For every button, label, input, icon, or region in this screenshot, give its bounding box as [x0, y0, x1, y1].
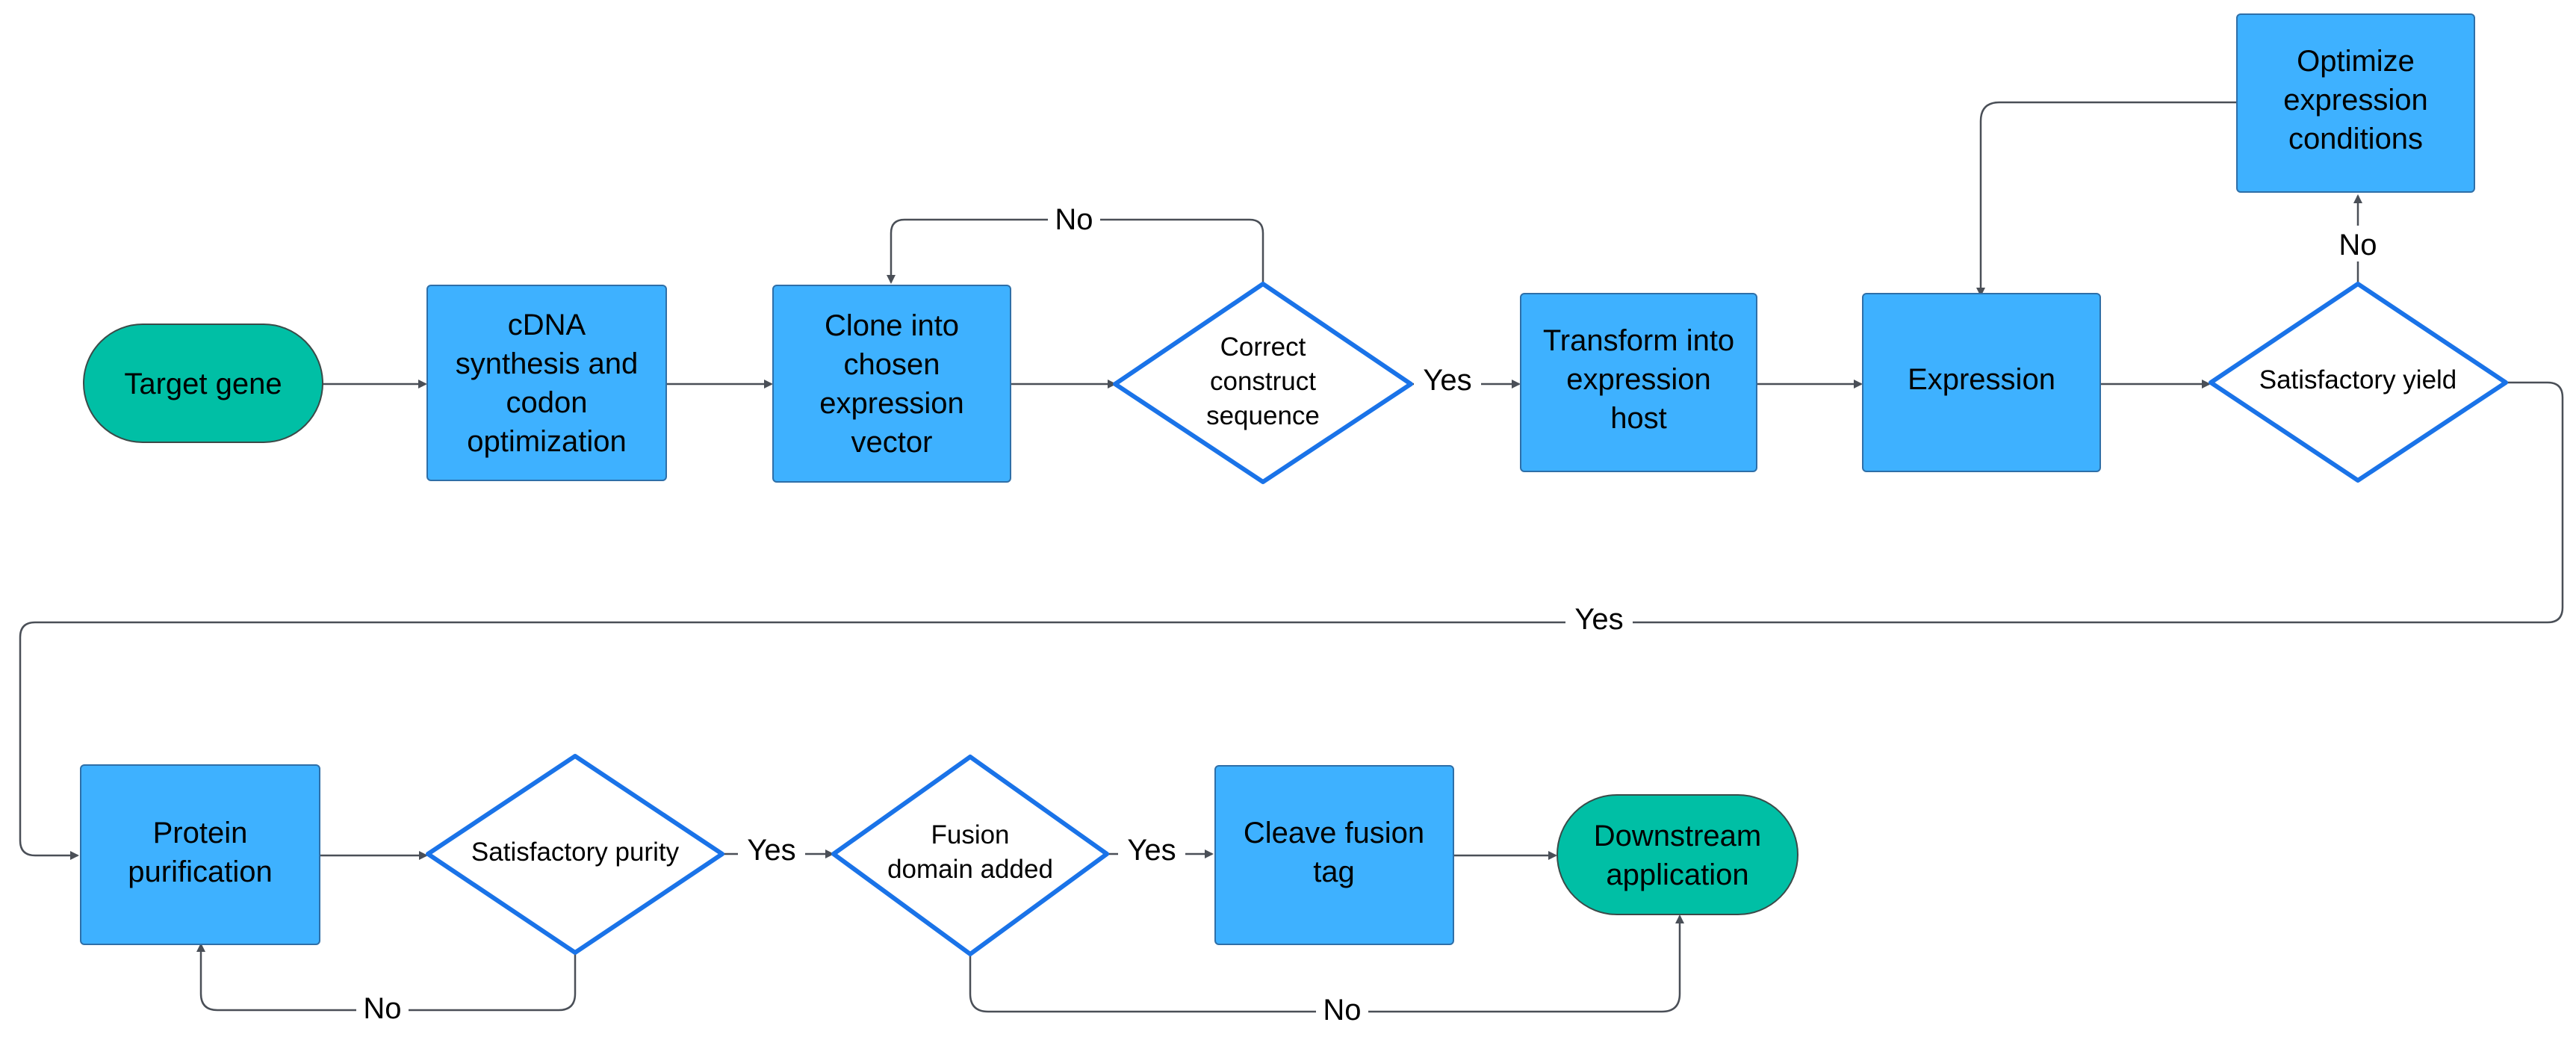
fusion-domain-line: domain added	[887, 855, 1053, 884]
correct-construct-line: construct	[1210, 367, 1316, 396]
node-transform-host-text: Transform into expression host	[1543, 324, 1734, 435]
fusion-domain-line: Fusion	[931, 820, 1009, 849]
cdna-synthesis-line: optimization	[467, 425, 626, 458]
decision-fusion-domain	[831, 755, 1109, 956]
transform-host-line: expression	[1566, 363, 1710, 396]
decision-fusion-domain-text: Fusion domain added	[887, 820, 1053, 884]
transform-host-line: host	[1610, 402, 1667, 435]
node-clone-vector	[772, 285, 1011, 483]
node-protein-purification	[80, 764, 320, 945]
cdna-synthesis-line: codon	[506, 386, 588, 419]
edge-yield-yes-to-purification	[19, 381, 2564, 860]
downstream-application-line: Downstream	[1594, 820, 1762, 852]
clone-vector-line: vector	[851, 426, 933, 459]
optimize-conditions-line: Optimize	[2297, 45, 2415, 78]
cleave-tag-line: tag	[1313, 855, 1355, 888]
satisfactory-yield-line: Satisfactory yield	[2259, 365, 2457, 394]
correct-construct-line: Correct	[1220, 332, 1306, 362]
node-protein-purification-text: Protein purification	[128, 817, 272, 888]
decision-correct-construct	[1113, 282, 1413, 484]
label-purity-no: No	[363, 992, 401, 1025]
label-yield-no: No	[2338, 229, 2377, 261]
protein-purification-line: purification	[128, 855, 272, 888]
expression-line: Expression	[1908, 363, 2055, 396]
label-construct-yes: Yes	[1423, 364, 1471, 397]
satisfactory-purity-line: Satisfactory purity	[471, 838, 680, 867]
node-cleave-tag-text: Cleave fusion tag	[1244, 817, 1424, 888]
cleave-tag-line: Cleave fusion	[1244, 817, 1424, 849]
optimize-conditions-line: expression	[2283, 84, 2427, 117]
transform-host-line: Transform into	[1543, 324, 1734, 357]
node-expression-text: Expression	[1908, 363, 2055, 396]
decision-satisfactory-yield	[2209, 282, 2508, 483]
node-optimize-conditions-text: Optimize expression conditions	[2283, 45, 2427, 155]
label-purity-yes: Yes	[747, 834, 795, 867]
label-fusion-yes: Yes	[1127, 834, 1176, 867]
edge-labels: No Yes No Yes Yes No Yes No	[356, 202, 2384, 1030]
node-cleave-tag	[1214, 765, 1454, 945]
node-cdna-synthesis	[426, 285, 667, 481]
clone-vector-line: expression	[819, 387, 963, 420]
correct-construct-line: sequence	[1206, 401, 1320, 430]
label-construct-no: No	[1055, 203, 1093, 236]
decision-satisfactory-yield-text: Satisfactory yield	[2259, 365, 2457, 394]
downstream-application-line: application	[1606, 858, 1748, 891]
node-clone-vector-text: Clone into chosen expression vector	[819, 309, 963, 459]
decision-satisfactory-purity-text: Satisfactory purity	[471, 838, 680, 867]
label-yield-yes: Yes	[1574, 603, 1623, 636]
protein-purification-line: Protein	[153, 817, 248, 849]
decision-correct-construct-text: Correct construct sequence	[1206, 332, 1320, 430]
optimize-conditions-line: conditions	[2288, 123, 2423, 155]
cdna-synthesis-line: cDNA	[508, 309, 586, 341]
edge-optimize-to-expression	[1976, 101, 2237, 297]
clone-vector-line: chosen	[844, 348, 940, 381]
clone-vector-line: Clone into	[825, 309, 959, 342]
cdna-synthesis-line: synthesis and	[456, 347, 639, 380]
label-fusion-no: No	[1323, 994, 1361, 1027]
node-cdna-synthesis-text: cDNA synthesis and codon optimization	[456, 309, 639, 458]
node-target-gene	[83, 324, 323, 443]
node-transform-host	[1520, 293, 1757, 472]
node-optimize-conditions	[2236, 13, 2475, 193]
node-downstream-application-text: Downstream application	[1594, 820, 1762, 891]
decision-satisfactory-purity	[426, 754, 724, 955]
node-expression	[1862, 293, 2101, 472]
target-gene-line: Target gene	[124, 368, 282, 400]
node-downstream-application	[1557, 794, 1798, 915]
node-target-gene-text: Target gene	[124, 368, 282, 400]
